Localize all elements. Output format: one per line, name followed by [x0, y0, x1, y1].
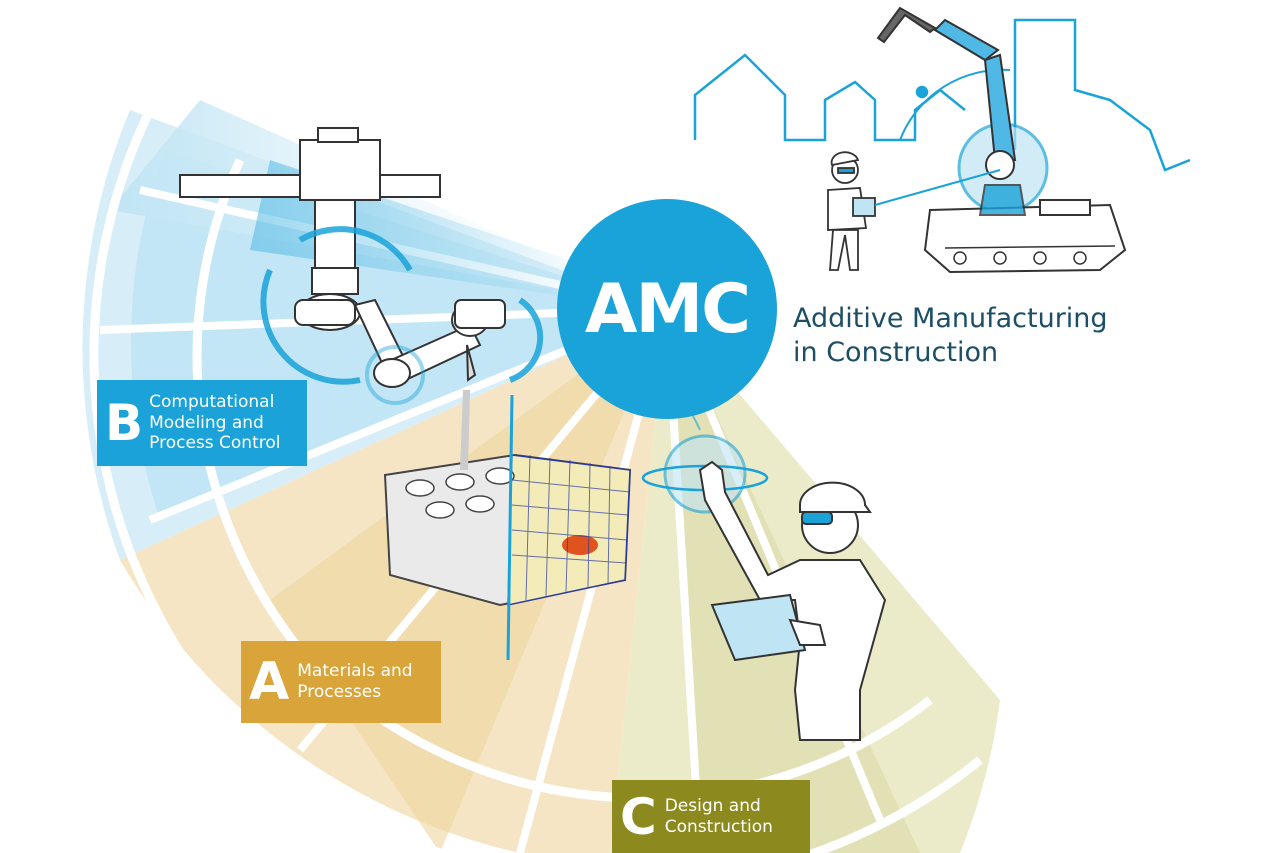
- amc-acronym: AMC: [584, 269, 751, 349]
- rotation-arrows-icon: [260, 226, 544, 405]
- engineer-with-tablet-icon: [827, 151, 1001, 271]
- architect-with-vr-headset-icon: [641, 434, 887, 741]
- section-c-label: C Design and Construction: [612, 780, 810, 853]
- section-a-text: Materials and Processes: [297, 661, 413, 702]
- section-b-text: Computational Modeling and Process Contr…: [149, 391, 281, 454]
- building-outline-icon: [693, 18, 1191, 172]
- amc-badge: AMC: [557, 199, 777, 419]
- printed-wall-element-icon: [383, 390, 632, 661]
- section-a-label: A Materials and Processes: [241, 641, 441, 723]
- section-b-label: B Computational Modeling and Process Con…: [97, 380, 307, 466]
- section-c-text: Design and Construction: [664, 795, 773, 837]
- gantry-robot-icon: [179, 127, 506, 388]
- construction-robot-icon: [876, 6, 1127, 274]
- section-c-letter: C: [620, 787, 657, 846]
- amc-subtitle: Additive Manufacturing in Construction: [793, 303, 1108, 368]
- section-b-letter: B: [105, 394, 144, 452]
- section-a-letter: A: [249, 652, 290, 712]
